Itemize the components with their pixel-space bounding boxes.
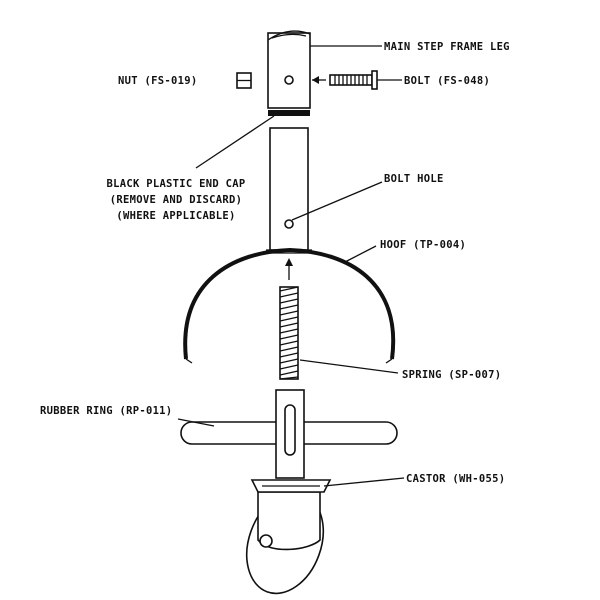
bolt bbox=[329, 70, 378, 90]
nut bbox=[236, 72, 252, 89]
main-step-frame-leg-label: MAIN STEP FRAME LEG bbox=[384, 41, 510, 53]
spring-insert-arrow bbox=[285, 258, 293, 280]
end-cap-label-line-2: (REMOVE AND DISCARD) bbox=[110, 194, 242, 206]
spring-label: SPRING (SP-007) bbox=[402, 369, 501, 381]
main-step-frame-leg bbox=[267, 30, 311, 109]
end-cap-label-line-3: (WHERE APPLICABLE) bbox=[116, 210, 235, 222]
nut-label: NUT (FS-019) bbox=[118, 75, 197, 87]
castor bbox=[245, 479, 332, 595]
hoof bbox=[183, 247, 396, 364]
bolt-insert-arrow bbox=[312, 76, 326, 84]
lower-leg-tube bbox=[269, 127, 309, 251]
spring bbox=[279, 286, 299, 380]
hoof-label: HOOF (TP-004) bbox=[380, 239, 466, 251]
black-plastic-end-cap bbox=[268, 110, 310, 116]
castor-stem bbox=[275, 389, 305, 479]
leader-lines bbox=[177, 45, 405, 487]
end-cap-label-line-1: BLACK PLASTIC END CAP bbox=[106, 178, 245, 190]
bolt-label: BOLT (FS-048) bbox=[404, 75, 490, 87]
bolt-hole-label: BOLT HOLE bbox=[384, 173, 444, 185]
castor-label: CASTOR (WH-055) bbox=[406, 473, 505, 485]
rubber-ring-label: RUBBER RING (RP-011) bbox=[40, 405, 172, 417]
bolt-hole bbox=[284, 219, 294, 229]
